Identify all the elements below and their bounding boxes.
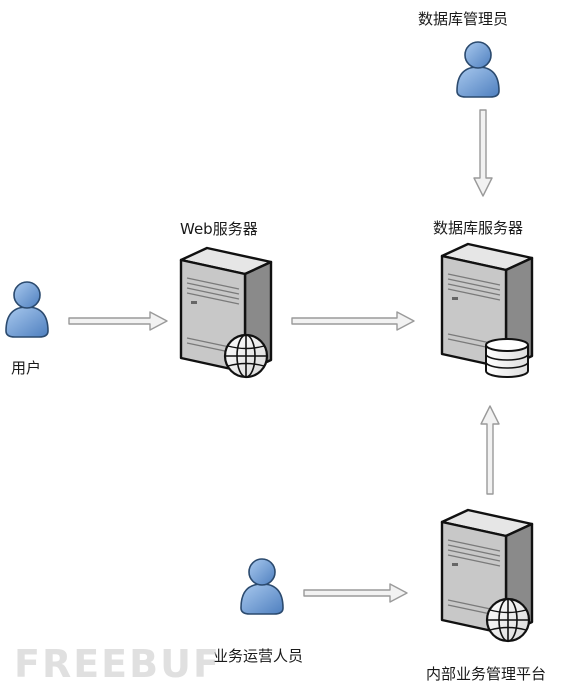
watermark: FREEBUF <box>14 642 221 686</box>
user-label: 用户 <box>11 359 42 377</box>
dba-person-icon <box>456 41 500 98</box>
internal-platform-label: 内部业务管理平台 <box>426 665 547 683</box>
arrow-dba-to-db <box>473 109 493 197</box>
ops-staff-person-icon <box>240 558 284 615</box>
dba-label: 数据库管理员 <box>418 10 509 28</box>
web-server-icon <box>179 246 273 379</box>
db-server-label: 数据库服务器 <box>433 219 524 237</box>
internal-platform-server-icon <box>440 508 534 643</box>
arrow-user-to-web <box>68 311 168 331</box>
ops-staff-label: 业务运营人员 <box>213 647 304 665</box>
arrow-platform-to-db <box>480 405 500 495</box>
arrow-ops-to-platform <box>303 583 408 603</box>
user-person-icon <box>5 281 49 338</box>
arrow-web-to-db <box>291 311 415 331</box>
db-server-icon <box>440 242 534 378</box>
web-server-label: Web服务器 <box>180 220 258 238</box>
